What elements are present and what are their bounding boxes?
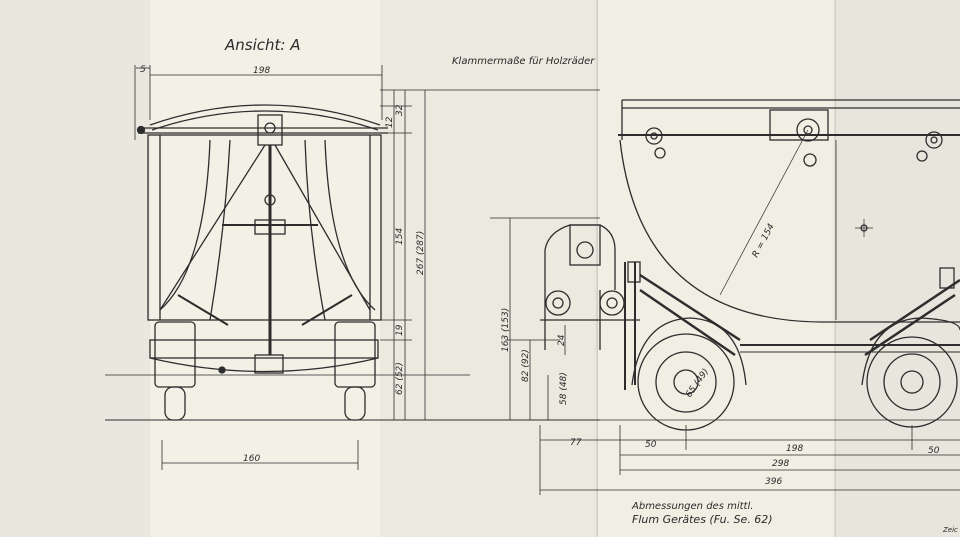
caption-line-2: Flum Gerätes (Fu. Se. 62): [632, 513, 773, 526]
dim-width-bottom: 160: [243, 454, 260, 464]
dim-32: 32: [395, 104, 405, 116]
dim-50-left: 50: [645, 440, 657, 450]
dim-396: 396: [765, 477, 782, 487]
dim-267: 267 (287): [416, 231, 426, 275]
clamp-dims-title: Klammermaße für Holzräder: [452, 56, 595, 67]
dim-24: 24: [557, 334, 567, 346]
dim-77: 77: [570, 438, 582, 448]
dim-offset: 5: [140, 65, 146, 75]
dim-wheel: 65 (49): [684, 367, 711, 400]
corner-fragment: Zeic: [942, 526, 958, 534]
dim-154: 154: [395, 228, 405, 245]
caption-line-1: Abmessungen des mittl.: [631, 501, 753, 512]
dim-19: 19: [395, 324, 405, 336]
dim-163: 163 (153): [501, 308, 511, 352]
paper-sheet-far-right: [836, 0, 960, 537]
dim-58: 58 (48): [559, 372, 569, 405]
dim-298: 298: [772, 459, 789, 469]
paper-sheet-side-view: [598, 0, 838, 537]
dim-198: 198: [786, 444, 803, 454]
paper-sheet-middle: [380, 0, 602, 537]
paper-sheet-left: [0, 0, 158, 537]
dim-62: 62 (52): [395, 362, 405, 395]
dim-50-right: 50: [928, 446, 940, 456]
dim-width-top: 198: [253, 66, 270, 76]
dim-radius: R = 154: [751, 222, 777, 259]
view-a-title: Ansicht: A: [224, 36, 300, 54]
paper-sheet-view-a: [150, 0, 382, 537]
dim-82: 82 (92): [521, 349, 531, 382]
dim-12: 12: [385, 116, 395, 128]
side-view: [490, 99, 960, 495]
front-view-a: [105, 65, 600, 470]
